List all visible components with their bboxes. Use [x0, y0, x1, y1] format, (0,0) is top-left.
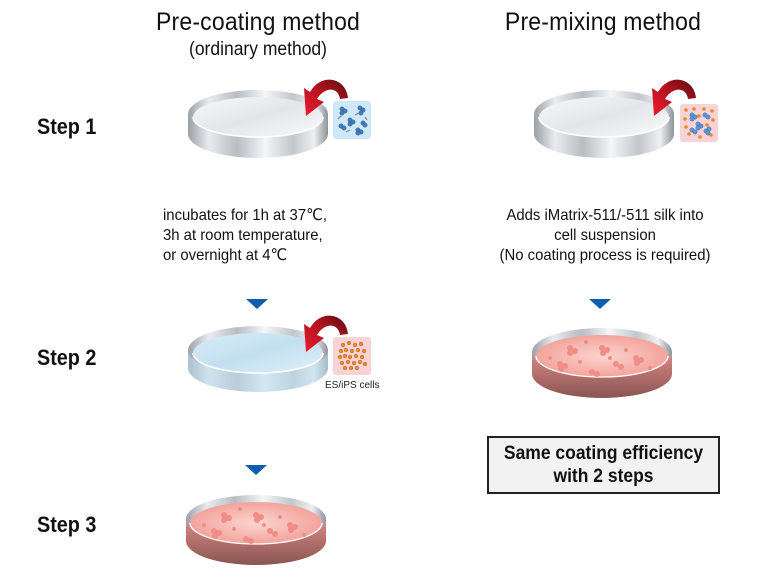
matrix-box-left	[333, 101, 371, 139]
curved-arrow-right-step1	[640, 72, 700, 124]
curved-arrow-icon	[652, 79, 696, 116]
step-1-label: Step 1	[37, 114, 97, 139]
es-ips-cells-label: ES/iPS cells	[325, 380, 380, 391]
step-3-label: Step 3	[37, 512, 97, 537]
step-2-label: Step 2	[37, 345, 97, 370]
petri-dish-icon	[534, 90, 674, 158]
curved-arrow-left-step1	[292, 72, 352, 124]
description-line: (No coating process is required)	[499, 247, 711, 264]
pre-coating-title: Pre-coating method	[155, 8, 361, 36]
curved-arrow-icon	[304, 315, 348, 352]
summary-line: with 2 steps	[553, 466, 654, 487]
pre-coating-subtitle: (ordinary method)	[189, 39, 327, 60]
cells-box-left	[333, 337, 371, 375]
down-arrow-right-1	[589, 299, 611, 309]
coated-petri-dish-icon	[188, 326, 328, 392]
description-line: cell suspension	[554, 227, 656, 244]
matrix-cell-mixture-icon	[680, 104, 718, 142]
pre-mixing-description: Adds iMatrix-511/-511 silk into cell sus…	[475, 206, 735, 266]
laminin-matrix-icon	[333, 101, 371, 139]
curved-arrow-icon	[304, 79, 348, 116]
mixed-box-right	[680, 104, 718, 142]
description-line: 3h at room temperature,	[163, 227, 323, 244]
coated-dish-left-step2	[186, 320, 331, 400]
curved-arrow-left-step2	[292, 308, 352, 360]
cell-culture-dish-icon	[186, 495, 326, 565]
down-arrow-left-1	[246, 299, 268, 309]
es-ips-cells-icon	[333, 337, 371, 375]
empty-dish-right-step1	[532, 84, 677, 164]
empty-dish-left-step1	[186, 84, 331, 164]
description-line: or overnight at 4℃	[163, 247, 288, 264]
pre-mixing-title: Pre-mixing method	[504, 8, 702, 36]
cell-culture-dish-icon	[532, 328, 672, 398]
down-arrow-left-2	[245, 465, 267, 475]
description-line: Adds iMatrix-511/-511 silk into	[506, 207, 704, 224]
description-line: incubates for 1h at 37℃,	[163, 207, 327, 224]
summary-box: Same coating efficiency with 2 steps	[487, 436, 720, 494]
summary-line: Same coating efficiency	[503, 443, 704, 464]
culture-dish-left-step3	[184, 485, 329, 573]
culture-dish-right-step2	[530, 318, 675, 406]
petri-dish-icon	[188, 90, 328, 158]
pre-coating-description: incubates for 1h at 37℃, 3h at room temp…	[163, 206, 327, 266]
